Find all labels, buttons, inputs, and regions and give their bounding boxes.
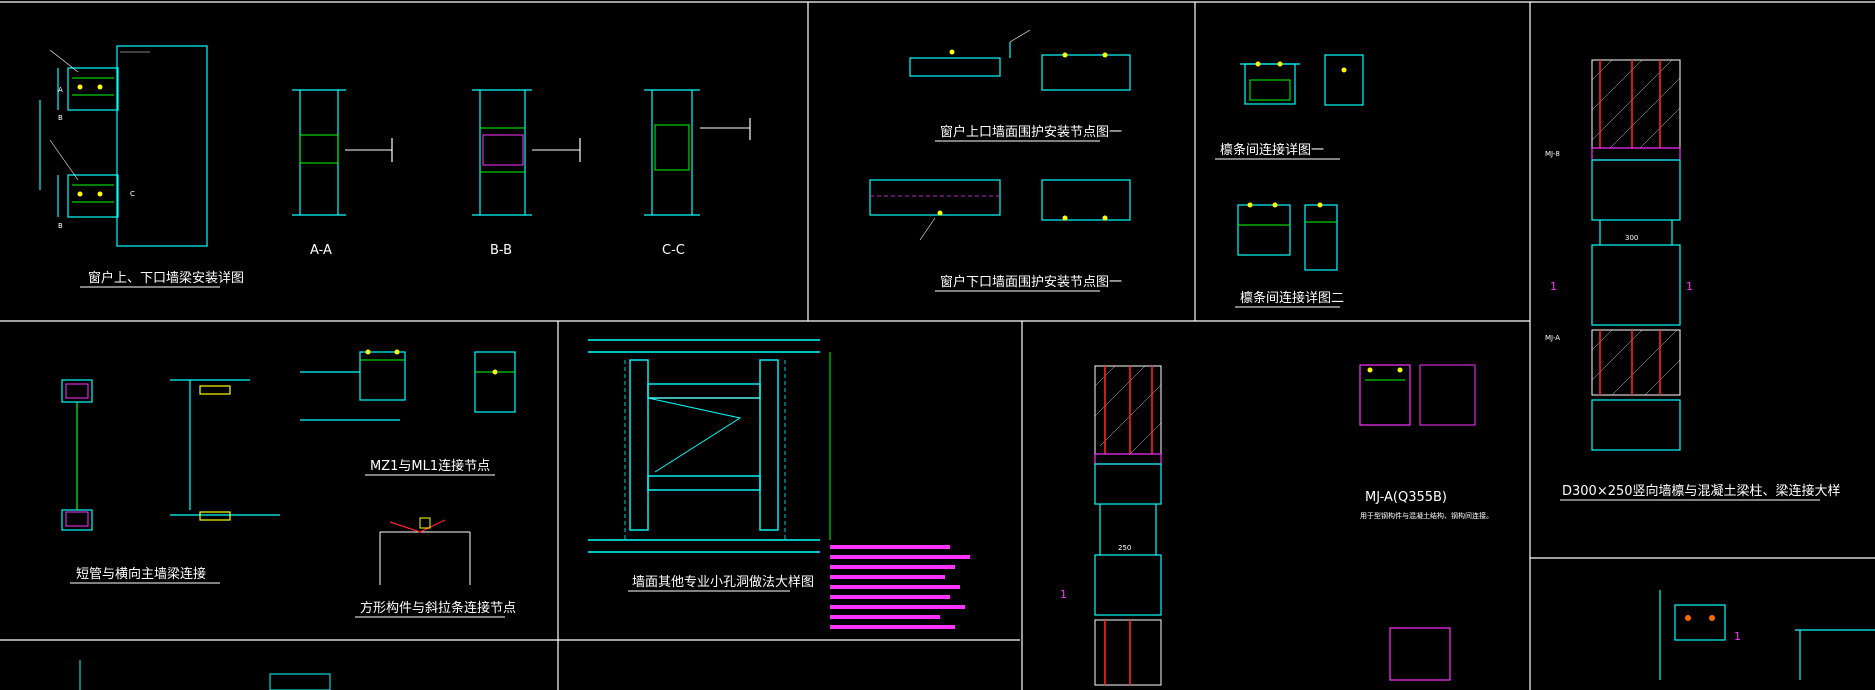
marker-one-right: 1: [1686, 280, 1693, 293]
title-purlin-node-2: 檩条间连接详图二: [1240, 290, 1344, 306]
window-bottom-node: 窗户下口墙面围护安装节点图一: [869, 179, 1131, 292]
label-a-1: A: [58, 86, 63, 94]
label-c-1: C: [130, 190, 135, 198]
section-cc: C-C: [644, 89, 751, 258]
title-column-detail: D300×250竖向墙檩与混凝土梁柱、梁连接大样: [1562, 483, 1841, 499]
bottom-left-partial: [79, 660, 331, 690]
title-tube-beam: 短管与横向主墙梁连接: [76, 566, 206, 582]
label-b-2: B: [58, 222, 63, 230]
label-mj8: MJ-8: [1545, 150, 1560, 158]
dim-250: 250: [1118, 544, 1131, 552]
title-mj-a: MJ-A(Q355B): [1365, 490, 1447, 505]
section-bb: B-B: [472, 89, 581, 258]
title-window-top-node: 窗户上口墙面围护安装节点图一: [940, 124, 1122, 140]
window-top-node: 窗户上口墙面围护安装节点图一: [909, 29, 1131, 142]
title-section-aa: A-A: [310, 243, 332, 258]
title-window-bottom-node: 窗户下口墙面围护安装节点图一: [940, 274, 1122, 290]
title-mz1-ml1: MZ1与ML1连接节点: [370, 458, 490, 474]
title-section-cc: C-C: [662, 243, 685, 258]
note-mj-a: 用于型钢构件与混凝土结构、钢构间连接。: [1360, 511, 1493, 520]
title-section-bb: B-B: [490, 243, 512, 258]
purlin-node-2: 檩条间连接详图二: [1235, 202, 1344, 308]
marker-one-bottom: 1: [1734, 630, 1741, 643]
label-b-1: B: [58, 114, 63, 122]
square-purlin-detail: 方形构件与斜拉条连接节点: [355, 517, 516, 618]
title-square-purlin: 方形构件与斜拉条连接节点: [360, 600, 516, 616]
column-detail: MJ-8 MJ-A 1 1 300 D300×250竖向墙檩与混凝土梁柱、梁连接…: [1545, 59, 1841, 501]
label-mj-a: MJ-A: [1545, 334, 1560, 342]
purlin-node-1: 檩条间连接详图一: [1215, 54, 1364, 160]
marker-one-mj: 1: [1060, 588, 1067, 601]
window-beam-detail: A B C B 窗户上、下口墙梁安装详图: [39, 45, 244, 288]
section-aa: A-A: [292, 89, 393, 258]
marker-one-left: 1: [1550, 280, 1557, 293]
title-purlin-node-1: 檩条间连接详图一: [1220, 142, 1324, 158]
mz1-ml1-detail: MZ1与ML1连接节点: [300, 349, 516, 476]
mj-a-detail: MJ-A(Q355B) 用于型钢构件与混凝土结构、钢构间连接。 1 250: [1060, 364, 1493, 686]
title-wall-opening: 墙面其他专业小孔洞做法大样图: [632, 575, 814, 590]
bottom-right-detail: 1: [1659, 590, 1875, 680]
tube-beam-detail: 短管与横向主墙梁连接: [61, 379, 280, 584]
wall-opening-detail: 墙面其他专业小孔洞做法大样图: [588, 339, 970, 629]
title-window-beam: 窗户上、下口墙梁安装详图: [88, 270, 244, 286]
dim-300: 300: [1625, 234, 1638, 242]
